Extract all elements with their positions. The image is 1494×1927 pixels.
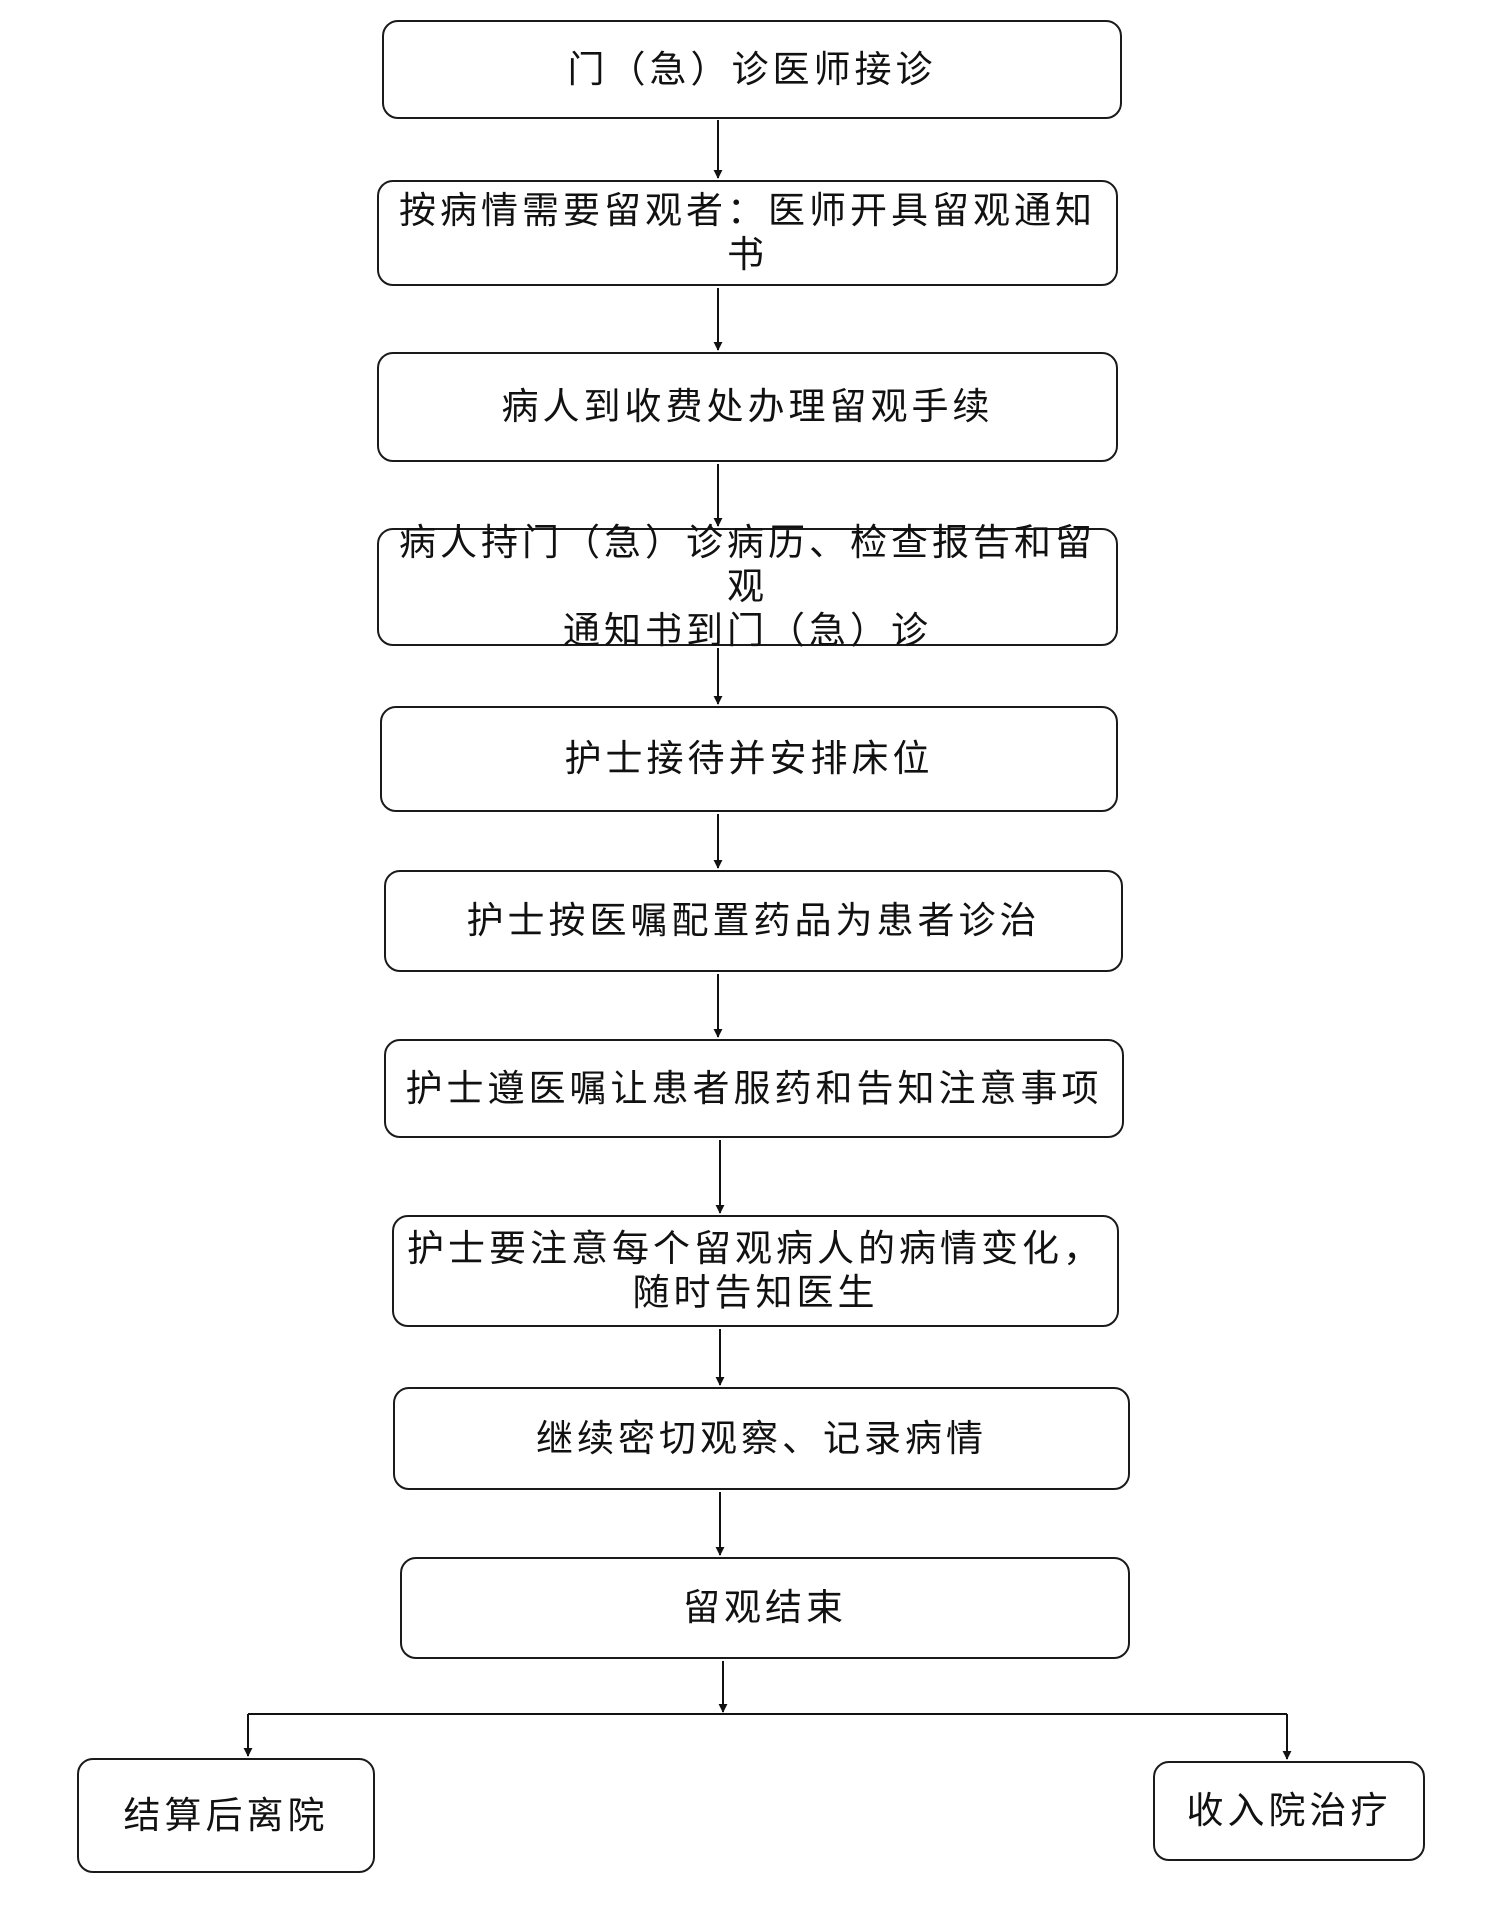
outcome-label-right: 收入院治疗 <box>1186 1789 1392 1832</box>
step-label-9: 继续密切观察、记录病情 <box>536 1416 987 1460</box>
step-label-1: 门（急）诊医师接诊 <box>567 47 937 91</box>
step-box-8: 护士要注意每个留观病人的病情变化， 随时告知医生 <box>392 1215 1119 1327</box>
step-label-6: 护士按医嘱配置药品为患者诊治 <box>466 899 1041 942</box>
step-box-2: 按病情需要留观者：医师开具留观通知书 <box>377 180 1118 286</box>
step-box-1: 门（急）诊医师接诊 <box>382 20 1122 119</box>
outcome-label-left: 结算后离院 <box>123 1793 329 1837</box>
step-label-2: 按病情需要留观者：医师开具留观通知书 <box>399 189 1096 276</box>
step-box-9: 继续密切观察、记录病情 <box>393 1387 1130 1490</box>
step-box-6: 护士按医嘱配置药品为患者诊治 <box>384 870 1123 972</box>
outcome-box-right: 收入院治疗 <box>1153 1761 1425 1861</box>
step-label-7: 护士遵医嘱让患者服药和告知注意事项 <box>405 1066 1103 1110</box>
step-label-4: 病人持门（急）诊病历、检查报告和留观 通知书到门（急）诊 <box>399 521 1096 652</box>
step-label-10: 留观结束 <box>683 1586 847 1629</box>
step-box-10: 留观结束 <box>400 1557 1130 1659</box>
step-label-3: 病人到收费处办理留观手续 <box>501 385 994 428</box>
step-box-5: 护士接待并安排床位 <box>380 706 1118 812</box>
outcome-box-left: 结算后离院 <box>77 1758 375 1873</box>
step-box-3: 病人到收费处办理留观手续 <box>377 352 1118 462</box>
step-label-8: 护士要注意每个留观病人的病情变化， 随时告知医生 <box>407 1227 1104 1314</box>
step-label-5: 护士接待并安排床位 <box>564 737 934 780</box>
step-box-4: 病人持门（急）诊病历、检查报告和留观 通知书到门（急）诊 <box>377 521 1118 652</box>
step-box-7: 护士遵医嘱让患者服药和告知注意事项 <box>384 1039 1124 1138</box>
